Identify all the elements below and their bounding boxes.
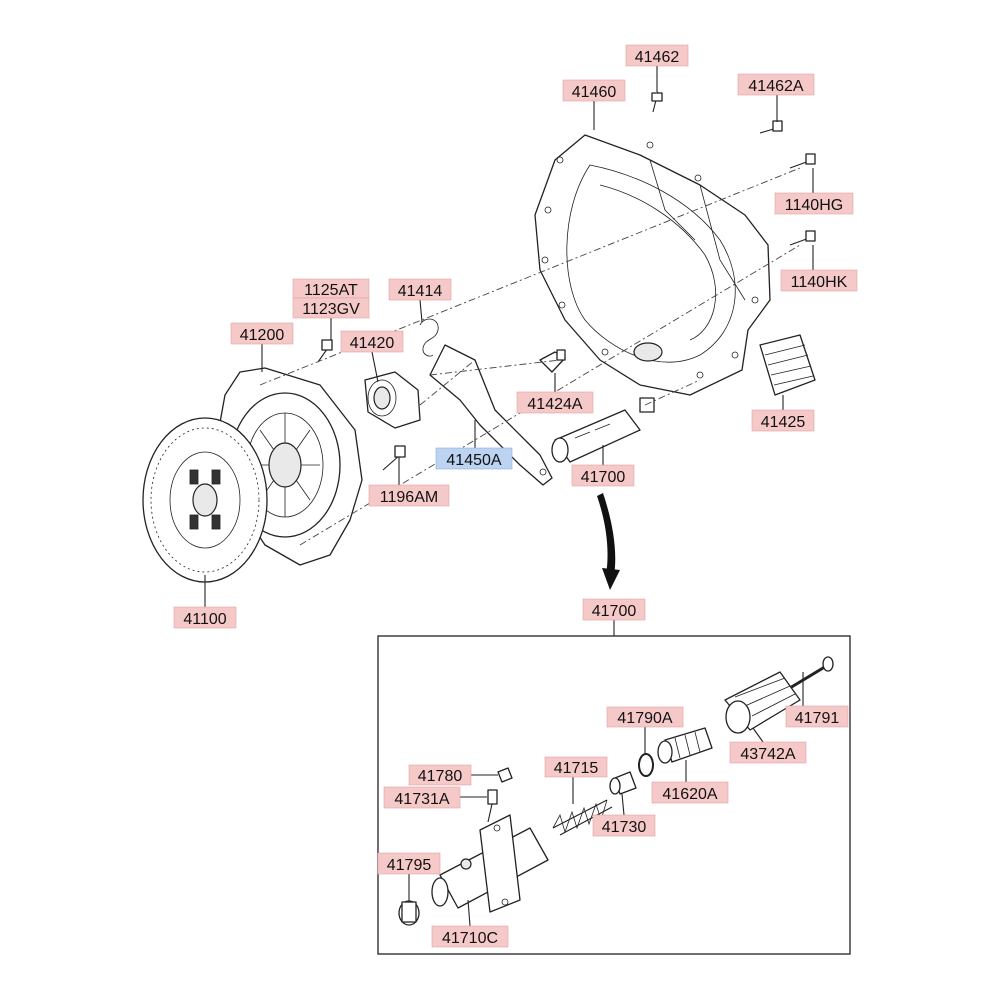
svg-text:41425: 41425 [761, 414, 806, 431]
label-41791: 41791 [785, 705, 849, 728]
piston-41620A [657, 727, 713, 764]
svg-text:41424A: 41424A [527, 396, 582, 413]
svg-text:41791: 41791 [795, 710, 840, 727]
svg-text:41462A: 41462A [748, 78, 803, 95]
release-fork [429, 344, 553, 486]
label-41462A: 41462A [737, 73, 815, 96]
clip-41414 [419, 318, 439, 357]
svg-text:41730: 41730 [602, 819, 647, 836]
svg-text:41462: 41462 [635, 49, 680, 66]
svg-text:41700: 41700 [581, 469, 626, 486]
seat-41730 [609, 771, 637, 795]
bolt-41462A [759, 120, 783, 134]
svg-text:1196AM: 1196AM [380, 489, 438, 506]
svg-text:1123GV: 1123GV [302, 301, 360, 318]
svg-text:41715: 41715 [554, 760, 599, 777]
label-41710C: 41710C [431, 925, 509, 948]
svg-text:1140HK: 1140HK [791, 274, 848, 291]
clutch-disc [142, 417, 268, 583]
svg-text:41200: 41200 [240, 327, 285, 344]
cap-41780 [497, 767, 513, 783]
bolt-1196AM [382, 445, 406, 471]
label-41450A: 41450A [435, 447, 513, 470]
svg-text:41100: 41100 [183, 611, 226, 628]
label-1140HG: 1140HG [774, 192, 854, 215]
bolt-1125AT [317, 339, 333, 363]
label-41425: 41425 [751, 409, 815, 432]
bolt-41462 [651, 91, 663, 113]
label-41730: 41730 [592, 814, 656, 837]
clutch-housing [534, 134, 771, 396]
svg-text:41450A: 41450A [446, 452, 501, 469]
spring-41715 [552, 799, 613, 836]
label-41462: 41462 [625, 44, 689, 67]
label-41790A: 41790A [606, 706, 684, 728]
label-41620A: 41620A [651, 781, 729, 804]
label-41100: 41100 [173, 606, 237, 629]
svg-text:1125AT: 1125AT [304, 282, 358, 299]
dust-boot [759, 334, 816, 396]
oring-41790A [638, 753, 654, 777]
cylinder-body-41710C [431, 814, 549, 913]
label-41715: 41715 [544, 756, 608, 778]
svg-text:41731A: 41731A [394, 791, 449, 808]
zoom-arrow [597, 493, 620, 590]
svg-text:41780: 41780 [418, 768, 463, 785]
svg-text:1140HG: 1140HG [785, 197, 843, 214]
label-41700-detail: 41700 [582, 598, 646, 621]
label-41780: 41780 [408, 764, 472, 786]
svg-text:41460: 41460 [572, 84, 617, 101]
bleeder-41731A [487, 789, 498, 823]
label-41414: 41414 [388, 278, 452, 301]
svg-text:41710C: 41710C [442, 930, 498, 947]
label-41420: 41420 [340, 330, 404, 353]
label-41731A: 41731A [383, 786, 461, 809]
label-41200: 41200 [230, 322, 294, 345]
svg-text:41414: 41414 [398, 283, 443, 300]
label-1123GV: 1123GV [292, 297, 370, 319]
svg-text:41620A: 41620A [662, 786, 717, 803]
svg-text:41790A: 41790A [617, 710, 672, 727]
svg-text:41700: 41700 [592, 603, 637, 620]
svg-text:41795: 41795 [387, 857, 432, 874]
label-1140HK: 1140HK [780, 269, 858, 292]
label-43742A: 43742A [729, 741, 807, 764]
fitting-41424A [539, 349, 566, 373]
svg-text:41420: 41420 [350, 335, 395, 352]
label-1196AM: 1196AM [368, 484, 450, 507]
label-41795: 41795 [377, 852, 441, 875]
bolt-1140HG [789, 153, 816, 169]
release-bearing [364, 371, 421, 429]
label-41424A: 41424A [516, 391, 594, 414]
label-1125AT: 1125AT [292, 278, 370, 299]
leader-lines-upper [204, 66, 814, 607]
slave-cylinder-assembly [551, 397, 655, 463]
cover-41795 [398, 900, 420, 926]
boot-43742A [724, 671, 801, 734]
label-41460: 41460 [562, 79, 626, 102]
svg-text:43742A: 43742A [740, 746, 795, 763]
bolt-1140HK [789, 230, 816, 246]
label-41700-top: 41700 [571, 464, 635, 487]
